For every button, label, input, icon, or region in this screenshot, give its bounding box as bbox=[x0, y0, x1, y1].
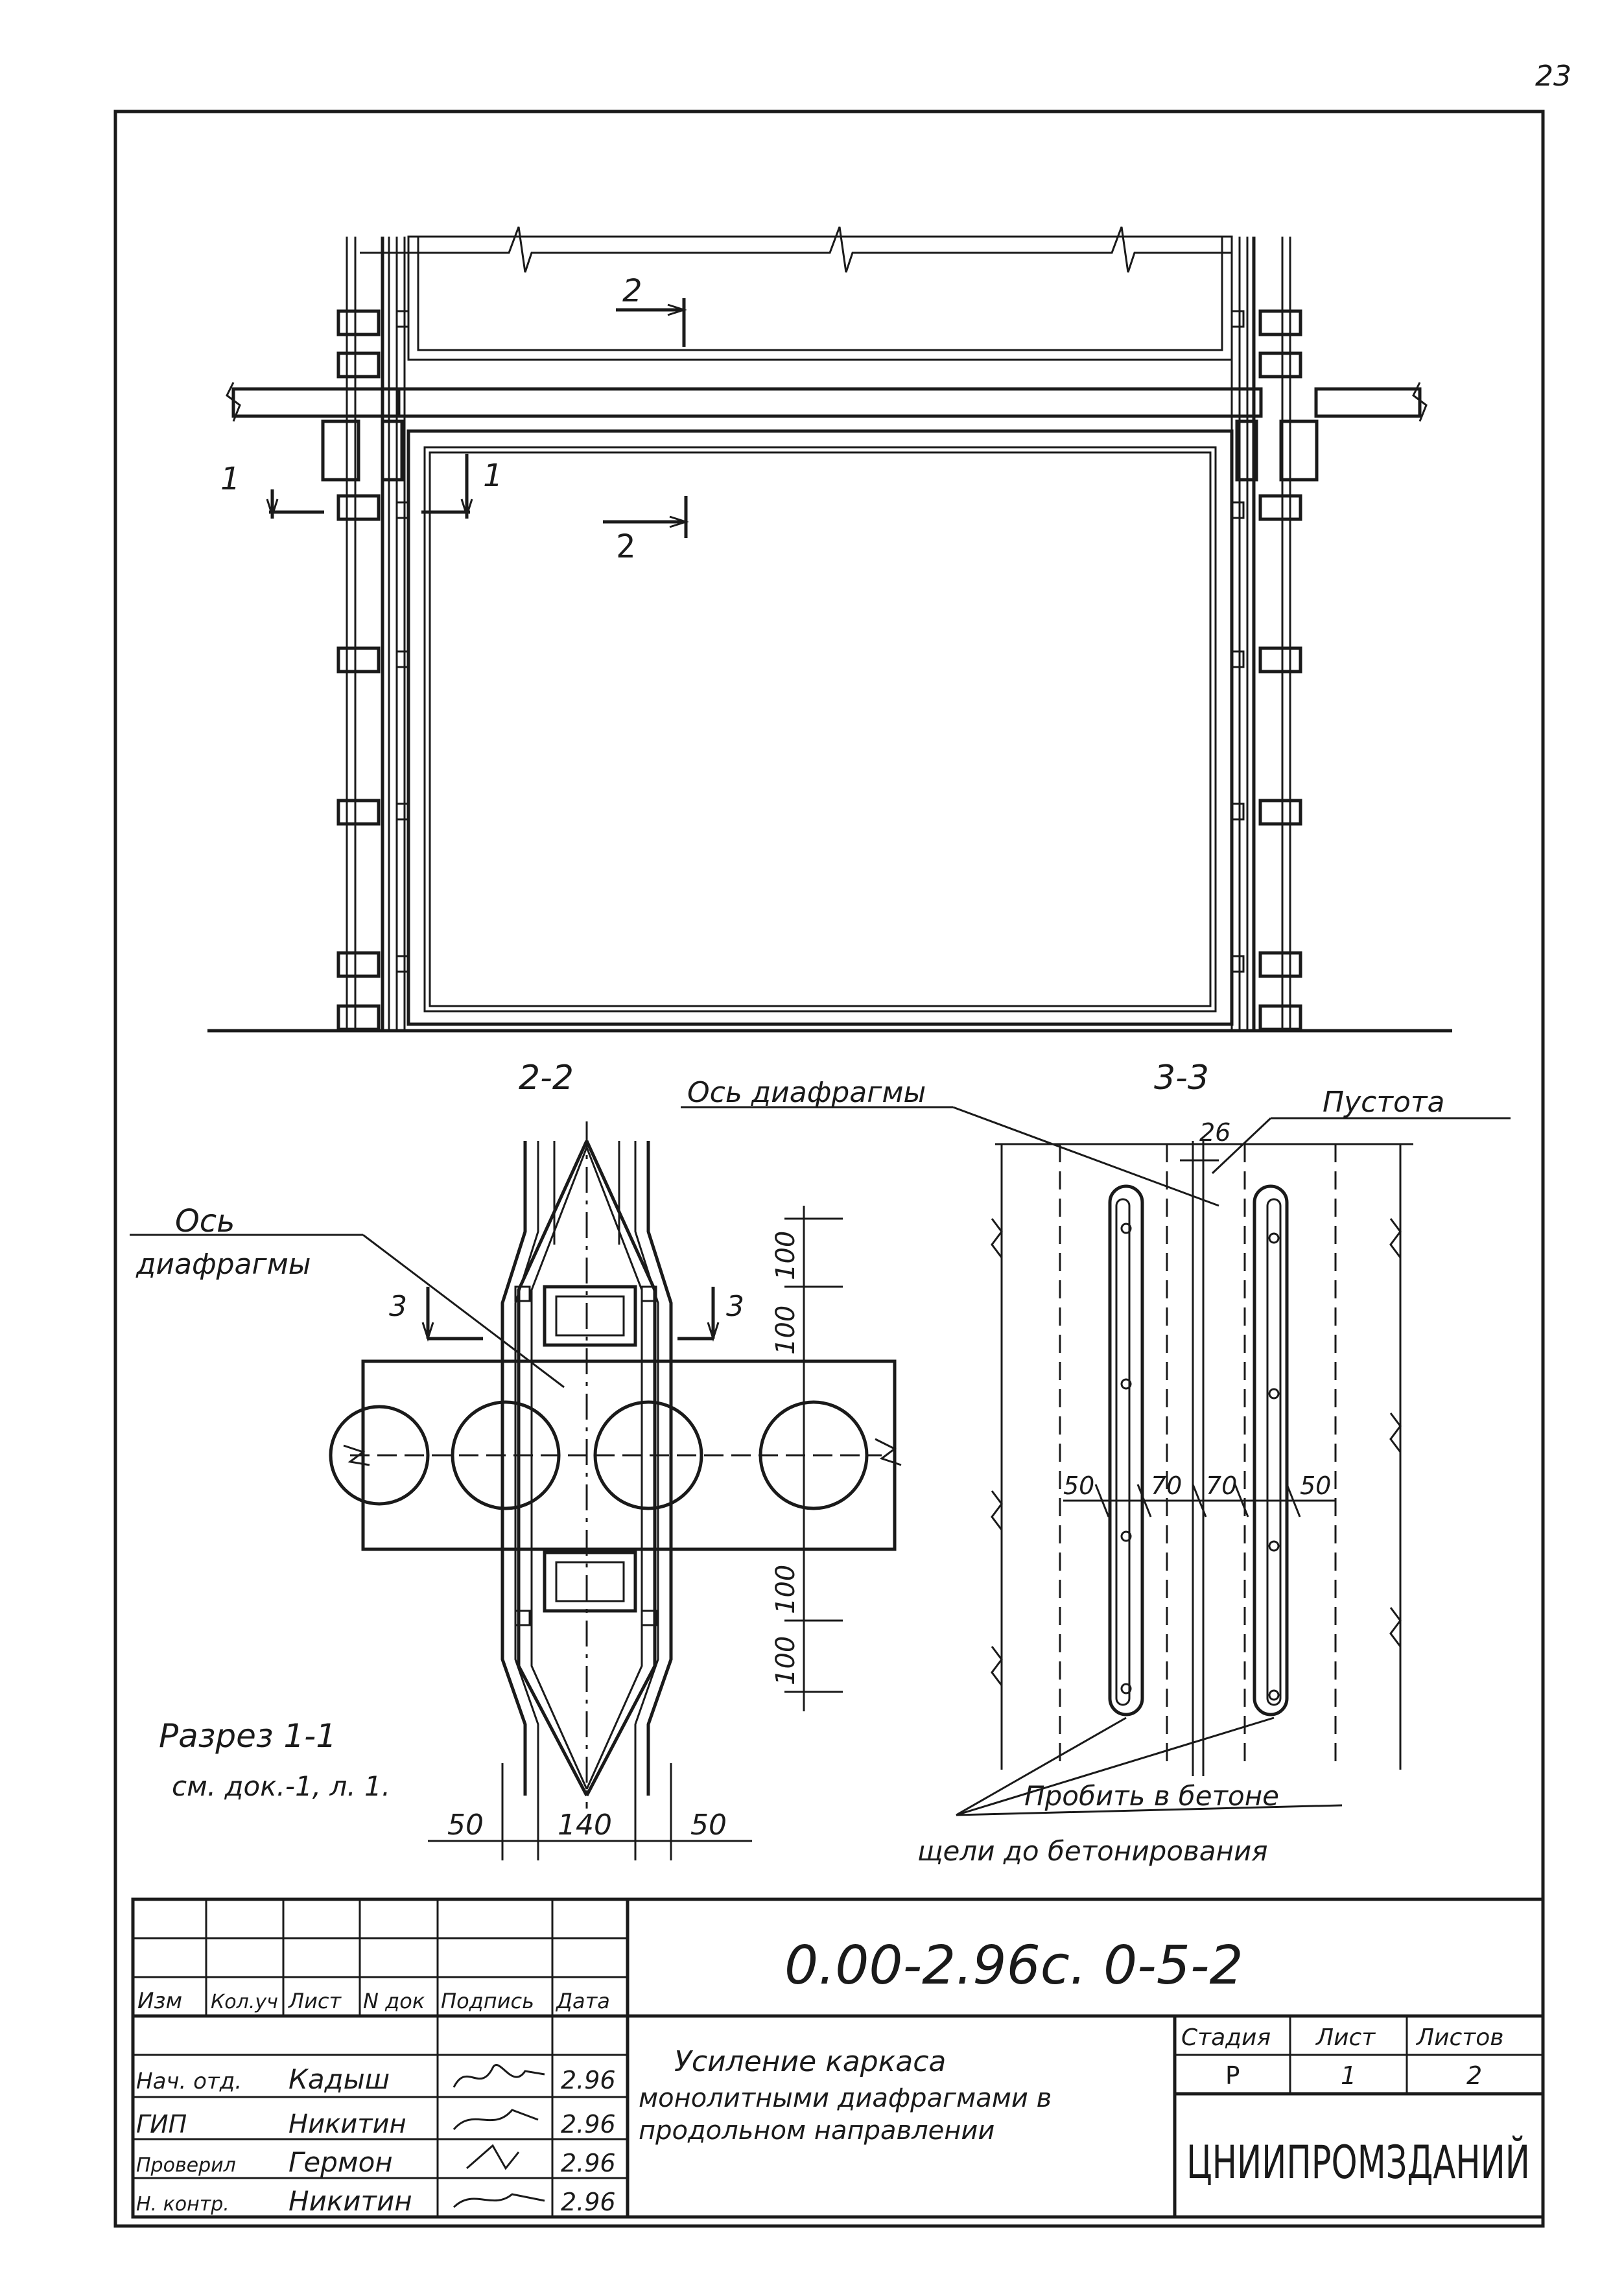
cut-mark-2-top: 2 bbox=[616, 273, 687, 347]
dim-bottom-50-a: 50 bbox=[447, 1809, 484, 1842]
signature-3 bbox=[466, 2144, 520, 2170]
row-role-4: Н. контр. bbox=[136, 2193, 229, 2216]
header-data: Дата bbox=[555, 1989, 610, 2013]
left-column bbox=[321, 237, 410, 1031]
drawing-frame bbox=[113, 110, 1545, 2228]
dim-bottom-50-b: 50 bbox=[690, 1809, 727, 1842]
title-line-2: монолитными диафрагмами в bbox=[639, 2083, 1052, 2113]
title-line-1: Усиление каркаса bbox=[674, 2045, 946, 2078]
dim-100-c: 100 bbox=[771, 1565, 801, 1614]
section-2-2: 2-2 Ось диафрагмы Ось диафрагмы bbox=[130, 1059, 1219, 1860]
slab-left bbox=[231, 387, 401, 418]
row-name-4: Никитин bbox=[288, 2185, 412, 2217]
svg-text:3: 3 bbox=[726, 1290, 744, 1323]
dim-100-a: 100 bbox=[771, 1231, 801, 1280]
stage-header: Стадия bbox=[1181, 2024, 1271, 2051]
label-pustota: Пустота bbox=[1323, 1086, 1444, 1119]
dim-100-b: 100 bbox=[771, 1306, 801, 1355]
dim-bottom-140: 140 bbox=[558, 1809, 612, 1842]
signature-2 bbox=[453, 2109, 539, 2130]
page-number: 23 bbox=[1535, 60, 1571, 93]
slot-right bbox=[1253, 1184, 1289, 1717]
svg-text:3: 3 bbox=[389, 1290, 407, 1323]
svg-text:2: 2 bbox=[616, 528, 635, 565]
row-role-2: ГИП bbox=[136, 2110, 187, 2139]
label-os: Ось bbox=[175, 1203, 235, 1239]
stage-value: Р bbox=[1225, 2061, 1240, 2090]
header-podpis: Подпись bbox=[441, 1989, 534, 2013]
right-column bbox=[1230, 237, 1319, 1031]
section-2-2-title: 2-2 bbox=[519, 1059, 574, 1097]
dim-50-a: 50 bbox=[1063, 1471, 1094, 1500]
label-sm-dok: см. док.-1, л. 1. bbox=[172, 1770, 390, 1802]
cut-mark-1-right: 1 bbox=[421, 454, 503, 519]
lower-panel bbox=[406, 429, 1234, 1026]
slot-left bbox=[1108, 1184, 1144, 1717]
section-3-3-title: 3-3 bbox=[1154, 1059, 1209, 1097]
label-os-diafragmy-top: Ось диафрагмы bbox=[687, 1076, 926, 1109]
title-block: Изм Кол.уч Лист N док Подпись Дата Нач. … bbox=[131, 1897, 1545, 2219]
top-break-line bbox=[360, 226, 1232, 273]
sheet-value: 1 bbox=[1341, 2061, 1356, 2090]
header-kol-uch: Кол.уч bbox=[211, 1991, 278, 2013]
note-probit-line1: Пробить в бетоне bbox=[1024, 1780, 1279, 1812]
sheet-header: Лист bbox=[1315, 2024, 1376, 2051]
svg-text:1: 1 bbox=[483, 458, 503, 494]
dim-100-d: 100 bbox=[771, 1636, 801, 1685]
dim-70-a: 70 bbox=[1151, 1471, 1182, 1500]
cut-mark-2-bottom: 2 bbox=[603, 496, 689, 565]
top-elevation: 2 2 1 1 bbox=[207, 226, 1452, 1033]
slab-right bbox=[1314, 387, 1422, 418]
doc-code: 0.00-2.96с. 0-5-2 bbox=[784, 1935, 1243, 1997]
note-probit-line2: щели до бетонирования bbox=[917, 1835, 1268, 1867]
svg-text:1: 1 bbox=[220, 461, 241, 497]
upper-panel bbox=[407, 235, 1233, 361]
section-3-3: 3-3 Пустота 26 bbox=[917, 1059, 1511, 1867]
row-role-1: Нач. отд. bbox=[136, 2068, 242, 2094]
row-name-3: Гермон bbox=[288, 2146, 393, 2178]
dim-50-b: 50 bbox=[1300, 1471, 1331, 1500]
row-role-3: Проверил bbox=[136, 2154, 236, 2177]
header-izm: Изм bbox=[137, 1988, 182, 2014]
row-date-1: 2.96 bbox=[561, 2066, 616, 2094]
slab-middle bbox=[397, 387, 1263, 418]
signature-4 bbox=[453, 2193, 545, 2209]
svg-text:2: 2 bbox=[622, 273, 642, 309]
row-date-4: 2.96 bbox=[561, 2188, 616, 2216]
signature-1 bbox=[453, 2064, 545, 2088]
label-diafragmy: диафрагмы bbox=[135, 1248, 311, 1281]
header-list: Лист bbox=[288, 1989, 342, 2013]
row-name-2: Никитин bbox=[288, 2109, 406, 2139]
row-date-2: 2.96 bbox=[561, 2110, 616, 2139]
row-date-3: 2.96 bbox=[561, 2149, 616, 2177]
org-name: ЦНИИПРОМЗДАНИЙ bbox=[1186, 2136, 1530, 2189]
row-name-1: Кадыш bbox=[288, 2063, 390, 2095]
sheets-value: 2 bbox=[1466, 2061, 1482, 2090]
dim-70-b: 70 bbox=[1206, 1471, 1237, 1500]
header-n-dok: N док bbox=[363, 1989, 425, 2013]
cut-mark-1-left: 1 bbox=[220, 461, 324, 519]
sheets-header: Листов bbox=[1415, 2024, 1503, 2051]
label-razrez: Разрез 1-1 bbox=[159, 1717, 336, 1755]
title-line-3: продольном направлении bbox=[639, 2116, 994, 2146]
dim-26: 26 bbox=[1199, 1118, 1230, 1147]
